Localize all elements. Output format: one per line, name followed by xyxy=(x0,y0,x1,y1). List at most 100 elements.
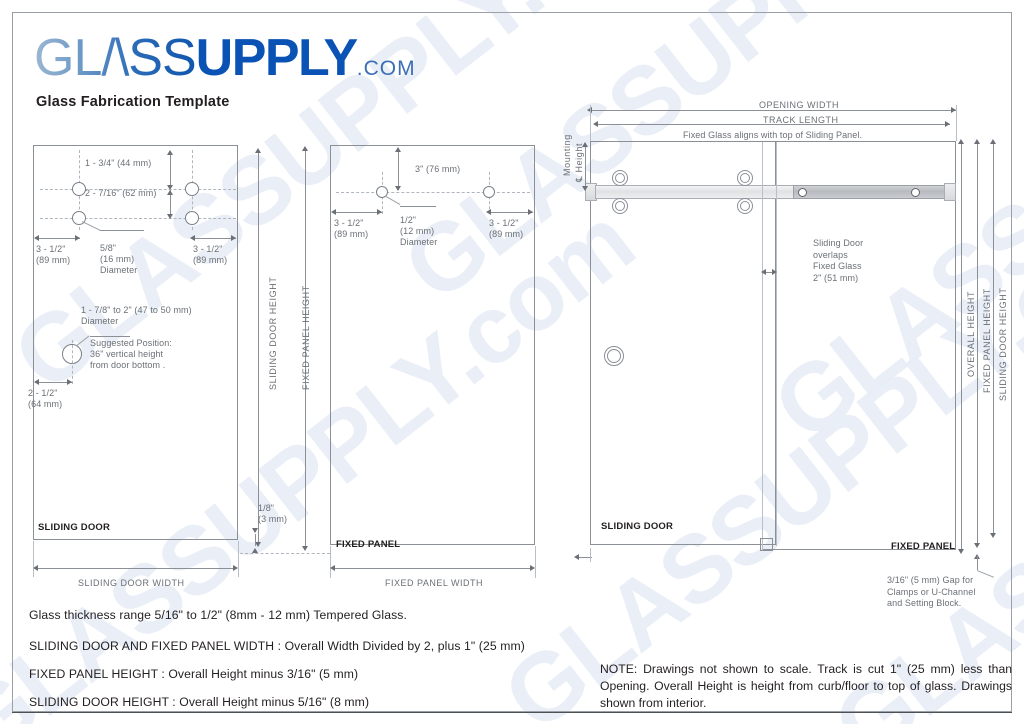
track-length-label: TRACK LENGTH xyxy=(763,115,839,125)
extension-line xyxy=(330,546,331,578)
sliding-door-width-dim-line xyxy=(36,568,236,569)
fixed-panel-height-dim-line xyxy=(977,142,978,546)
bottom-divider xyxy=(12,712,1012,713)
dim-arrow-down xyxy=(167,214,173,219)
dim-arrow-left xyxy=(574,554,579,560)
dim-arrow-right xyxy=(772,269,777,275)
dim-arrow-down xyxy=(255,542,261,547)
sliding-door-height-dim-line xyxy=(258,152,259,544)
hole-centerline xyxy=(336,192,530,193)
overlap-edge-line xyxy=(776,142,777,546)
mounting-hole xyxy=(376,186,388,198)
assembly-fixed-panel-label: FIXED PANEL xyxy=(891,541,956,552)
logo-glass-text: GL/\SS xyxy=(34,29,197,87)
dim-arrow-down xyxy=(990,533,996,538)
dim-arrow-left xyxy=(33,565,38,571)
dim-arrow-up xyxy=(395,147,401,152)
hole-diameter-label: 1/2" (12 mm) Diameter xyxy=(400,215,438,247)
dim-line-right-edge xyxy=(489,212,533,213)
fixed-panel-glass-outline xyxy=(330,145,535,545)
opening-width-dim-line xyxy=(590,110,956,111)
mounting-hole xyxy=(72,182,86,196)
dim-arrow-down xyxy=(252,528,258,533)
dim-arrow-down xyxy=(167,185,173,190)
extension-line xyxy=(33,541,34,577)
leader-underline xyxy=(400,206,436,207)
fixed-panel-width-label: FIXED PANEL WIDTH xyxy=(385,578,484,588)
gap-note: 3/16" (5 mm) Gap for Clamps or U-Channel… xyxy=(887,575,976,608)
leader-underline xyxy=(100,230,144,231)
spec-line: Glass thickness range 5/16" to 1/2" (8mm… xyxy=(29,608,407,622)
track-end-cap-right xyxy=(944,183,956,201)
roller-wheel xyxy=(737,170,753,186)
overall-height-dim-line xyxy=(961,142,962,552)
mounting-hole xyxy=(483,186,495,198)
hole-centerline-bottom xyxy=(40,218,236,219)
setting-block xyxy=(760,538,773,551)
spec-line: SLIDING DOOR HEIGHT : Overall Height min… xyxy=(29,695,370,709)
dim-arrow-up xyxy=(990,139,996,144)
dim-arrow-left xyxy=(761,269,766,275)
dim-top-hole-label: 3" (76 mm) xyxy=(415,164,461,174)
alignment-note: Fixed Glass aligns with top of Sliding P… xyxy=(683,130,863,140)
dim-arrow-up xyxy=(255,148,261,153)
dim-arrow-up xyxy=(582,142,588,147)
dim-arrow-right xyxy=(233,565,238,571)
dim-arrow-right xyxy=(951,107,956,113)
leader-underline xyxy=(90,336,130,337)
mounting-height-dim-line xyxy=(585,145,586,189)
handle-centerline-vertical xyxy=(72,340,73,384)
gap-dim-label: 1/8" (3 mm) xyxy=(258,503,288,524)
dim-line-handle-edge xyxy=(36,382,72,383)
assembly-handle-hole xyxy=(604,346,624,366)
assembly-sliding-door-label: SLIDING DOOR xyxy=(601,521,674,532)
track-length-dim-line xyxy=(596,124,950,125)
sliding-door-height-dim-line xyxy=(993,142,994,536)
gap-dim-line xyxy=(255,534,256,546)
dim-arrow-left xyxy=(190,235,195,241)
dim-right-edge-label: 3 - 1/2" (89 mm) xyxy=(489,218,524,239)
dim-hole-spacing-label: 2 - 7/16" (62 mm) xyxy=(85,188,157,198)
drawing-note: NOTE: Drawings not shown to scale. Track… xyxy=(600,662,1012,710)
sliding-door-width-label: SLIDING DOOR WIDTH xyxy=(78,578,185,588)
extension-line xyxy=(956,105,957,141)
dim-left-edge-label: 3 - 1/2" (89 mm) xyxy=(36,244,71,265)
dim-arrow-up xyxy=(252,548,258,553)
roller-wheel xyxy=(612,170,628,186)
fixed-panel-width-dim-line xyxy=(333,568,533,569)
dim-line-vertical xyxy=(170,152,171,188)
dim-arrow-right xyxy=(945,121,950,127)
mounting-hole xyxy=(185,182,199,196)
dim-line-vertical xyxy=(398,150,399,190)
sliding-door-panel-title: SLIDING DOOR xyxy=(38,522,111,533)
dim-arrow-right xyxy=(75,235,80,241)
dim-arrow-left xyxy=(331,209,336,215)
dim-line-left-edge xyxy=(334,212,382,213)
dim-right-edge-label: 3 - 1/2" (89 mm) xyxy=(193,244,228,265)
dim-arrow-up xyxy=(167,150,173,155)
dim-arrow-down xyxy=(302,546,308,551)
dim-arrow-left xyxy=(330,565,335,571)
logo-com-text: .COM xyxy=(356,57,416,80)
dim-arrow-up xyxy=(958,139,964,144)
gap-reference-line xyxy=(240,553,330,554)
handle-position-note: Suggested Position: 36" vertical height … xyxy=(90,338,172,370)
page-border xyxy=(12,12,1012,712)
mounting-hole xyxy=(72,211,86,225)
roller-wheel xyxy=(612,198,628,214)
fixed-glass-fastener xyxy=(798,188,807,197)
fixed-panel-title: FIXED PANEL xyxy=(336,539,401,550)
overlap-note: Sliding Door overlaps Fixed Glass 2" (51… xyxy=(813,238,864,283)
dim-arrow-down xyxy=(974,543,980,548)
dim-arrow-left xyxy=(34,235,39,241)
dim-arrow-up xyxy=(167,190,173,195)
hole-centerline-top xyxy=(40,189,236,190)
extension-line xyxy=(590,548,591,562)
bottom-tick-line xyxy=(576,557,592,558)
dim-arrow-down xyxy=(582,186,588,191)
overlap-edge-line xyxy=(762,142,763,550)
